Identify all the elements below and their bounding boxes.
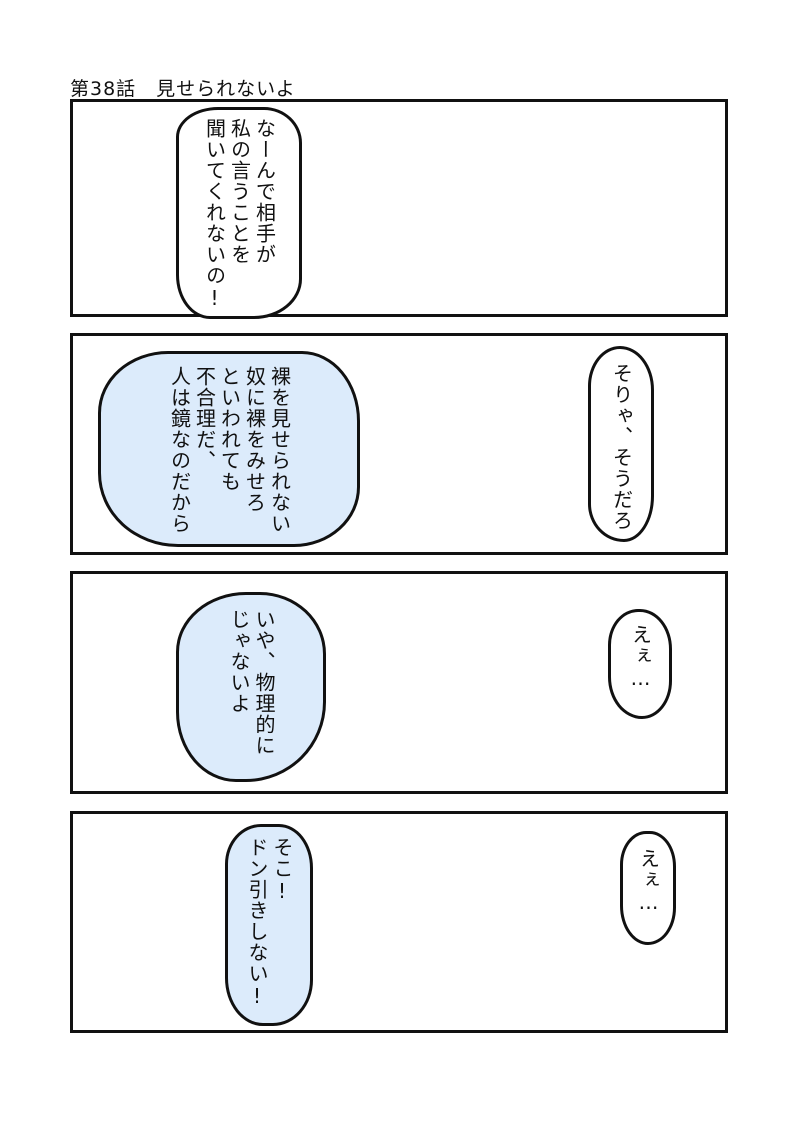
speech-bubble-white: えぇ… [620,831,676,945]
speech-bubble-white: えぇ… [608,609,672,719]
comic-panel-1: なーんで相手が 私の言うことを 聞いてくれないの! [70,99,728,319]
dialogue-text: えぇ… [628,624,653,691]
comic-panel-3: いや、物理的に じゃないよ えぇ… [70,571,728,794]
dialogue-text: そりゃ、そうだろ [609,363,634,531]
dialogue-text: なーんで相手が 私の言うことを 聞いてくれないの! [202,118,277,311]
comic-panel-4: そこ! ドン引きしない! えぇ… [70,811,728,1033]
dialogue-text: そこ! ドン引きしない! [245,837,294,1009]
speech-bubble-blue: 裸を見せられない 奴に裸をみせろ といわれても 不合理だ、 人は鏡なのだから [98,351,360,547]
speech-bubble-white: なーんで相手が 私の言うことを 聞いてくれないの! [176,107,302,319]
speech-bubble-white: そりゃ、そうだろ [588,346,654,542]
page-title: 第38話 見せられないよ [70,78,296,100]
speech-bubble-blue: いや、物理的に じゃないよ [176,592,326,782]
speech-bubble-blue: そこ! ドン引きしない! [225,824,313,1026]
dialogue-text: えぇ… [636,848,661,915]
comic-panel-2: 裸を見せられない 奴に裸をみせろ といわれても 不合理だ、 人は鏡なのだから そ… [70,333,728,555]
dialogue-text: いや、物理的に じゃないよ [227,609,276,756]
dialogue-text: 裸を見せられない 奴に裸をみせろ といわれても 不合理だ、 人は鏡なのだから [167,366,292,534]
